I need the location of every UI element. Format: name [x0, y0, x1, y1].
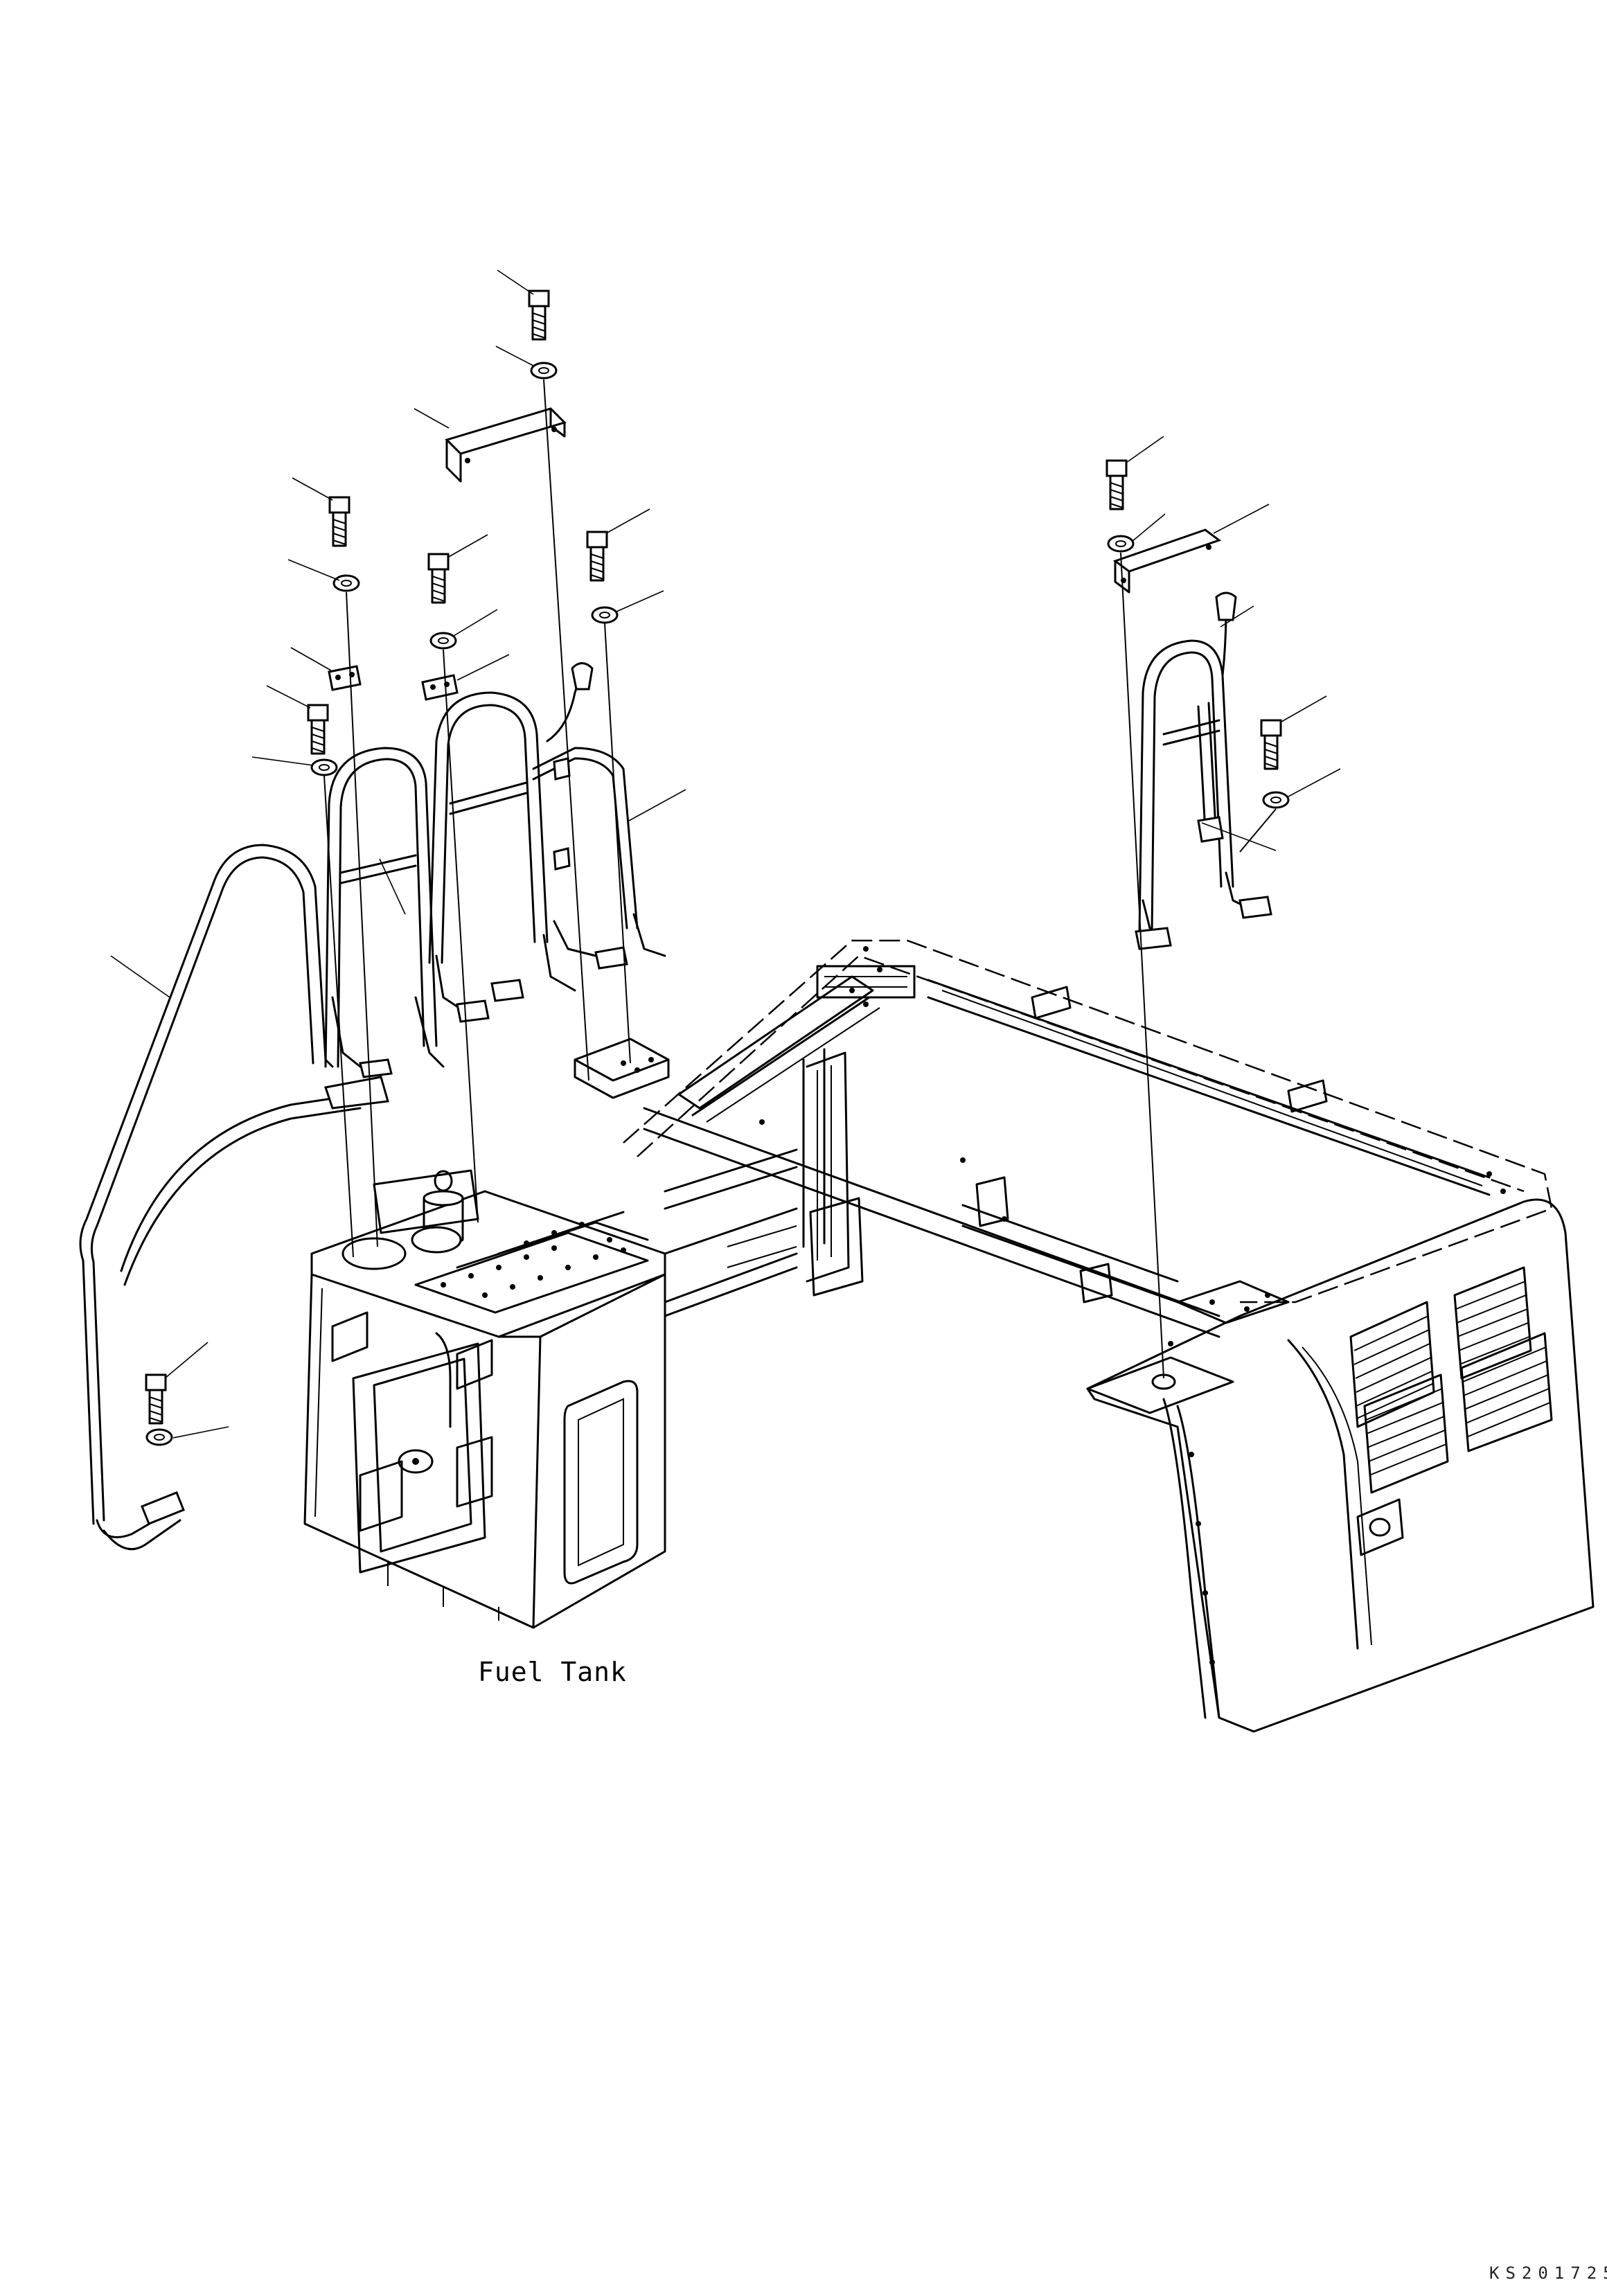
louvre-grille-lower-right [1460, 1332, 1553, 1452]
washer-icon [530, 362, 558, 380]
bolt-icon [586, 531, 608, 582]
louvre-grille-upper-left [1349, 1301, 1435, 1428]
washer-icon [1262, 791, 1290, 809]
upper-frame [574, 939, 1553, 1338]
bolt-icon [528, 290, 550, 341]
louvre-grille-upper-right [1453, 1266, 1532, 1380]
washer-icon [145, 1428, 173, 1446]
handrail-left-upright [324, 747, 445, 1078]
bolt-icon [328, 496, 350, 547]
leader-lines [110, 269, 1341, 1439]
cover-bolts [441, 1222, 626, 1298]
washer-icon [429, 632, 457, 650]
bracket-clamp-right [1112, 528, 1222, 594]
hood-latch [1356, 1498, 1404, 1556]
clamp-plate-middle [421, 674, 459, 701]
louvre-grille-lower-left [1363, 1373, 1449, 1494]
handrail-right-upright [1135, 591, 1272, 950]
handrail-middle-upright [428, 662, 666, 1023]
washer-icon [310, 758, 338, 776]
washer-icon [591, 606, 619, 624]
assembly-centre-lines [323, 379, 1277, 1379]
bolt-icon [1106, 459, 1128, 510]
clamp-plate-left [328, 665, 362, 691]
bolt-icon [307, 704, 329, 755]
bolt-icon [427, 553, 450, 604]
washer-icon [332, 574, 360, 592]
washer-icon [1107, 535, 1135, 553]
frame-rivets [621, 946, 1506, 1665]
bracket-clamp-top [445, 407, 567, 483]
bolt-icon [145, 1373, 167, 1425]
fuel-tank [303, 1169, 666, 1629]
drawing-number: KS201725 [1489, 2263, 1607, 2283]
bolt-icon [1260, 719, 1282, 770]
engine-hood [1086, 1198, 1595, 1733]
fuel-tank-caption: Fuel Tank [478, 1657, 627, 1687]
handrail-long [79, 844, 389, 1551]
